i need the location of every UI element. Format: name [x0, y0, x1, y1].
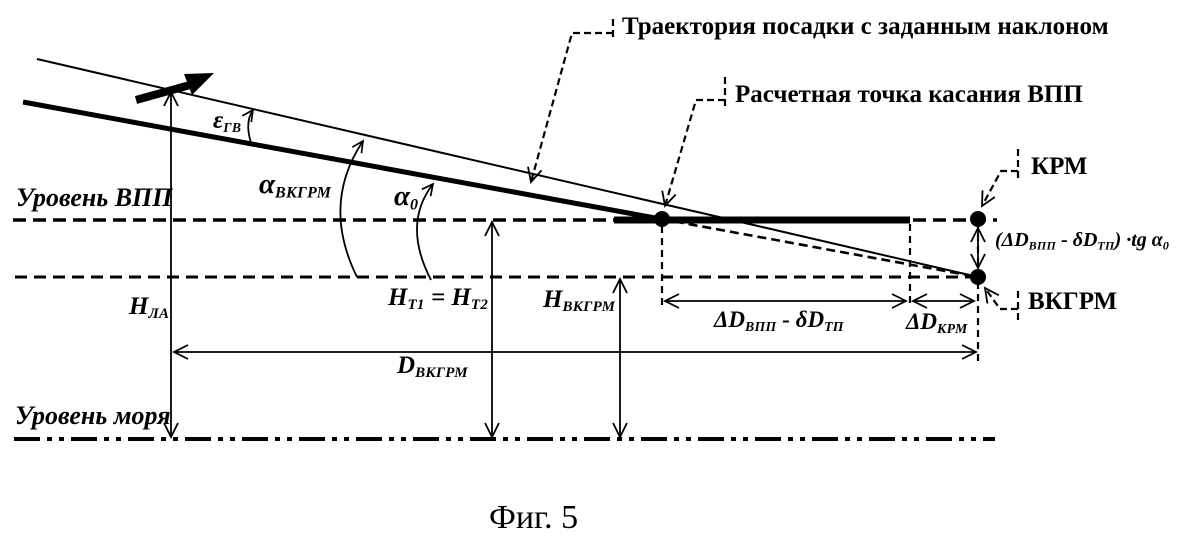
aircraft-arrow: [134, 73, 214, 104]
krm-label: КРМ: [1031, 153, 1088, 180]
touchdown-dot: [654, 211, 670, 227]
h-la-label: HЛА: [129, 293, 170, 323]
tg-alpha-formula-label: (ΔDВПП - δDТП) ·tg α0: [995, 229, 1170, 253]
h-vkgrm-label: HВКГРМ: [543, 286, 616, 316]
alpha0-angle-label: α0: [394, 180, 419, 214]
eps-angle-label: εГВ: [213, 107, 242, 135]
alpha-vkgrm-angle-arc: [339, 139, 365, 278]
alpha-vkgrm-angle-label: αВКГРМ: [259, 168, 332, 202]
figure-caption: Фиг. 5: [489, 499, 579, 536]
touchdown-to-vkgrm-dashed-line: [660, 217, 979, 279]
runway-level-label: Уровень ВПП: [16, 183, 173, 212]
vkgrm-callout-leader: [985, 288, 1020, 322]
touchdown-callout-label: Расчетная точка касания ВПП: [735, 81, 1083, 108]
vkgrm-dot: [970, 269, 986, 285]
delta-d-krm-label: ΔDКРМ: [906, 309, 968, 336]
trajectory-callout-leader: [531, 19, 615, 182]
eps-angle-arc: [241, 108, 255, 147]
krm-callout-leader: [982, 149, 1020, 206]
trajectory-callout-label: Траектория посадки с заданным наклоном: [622, 13, 1109, 40]
touchdown-callout-leader: [665, 77, 727, 206]
delta-d-vpp-label: ΔDВПП - δDТП: [714, 307, 844, 334]
d-vkgrm-label: DВКГРМ: [397, 352, 468, 382]
vkgrm-label: ВКГРМ: [1028, 288, 1118, 315]
alpha0-angle-arc: [416, 182, 435, 281]
sea-level-label: Уровень моря: [15, 401, 171, 430]
krm-dot: [970, 211, 986, 227]
h-t-label: HТ1 = HТ2: [388, 284, 489, 314]
